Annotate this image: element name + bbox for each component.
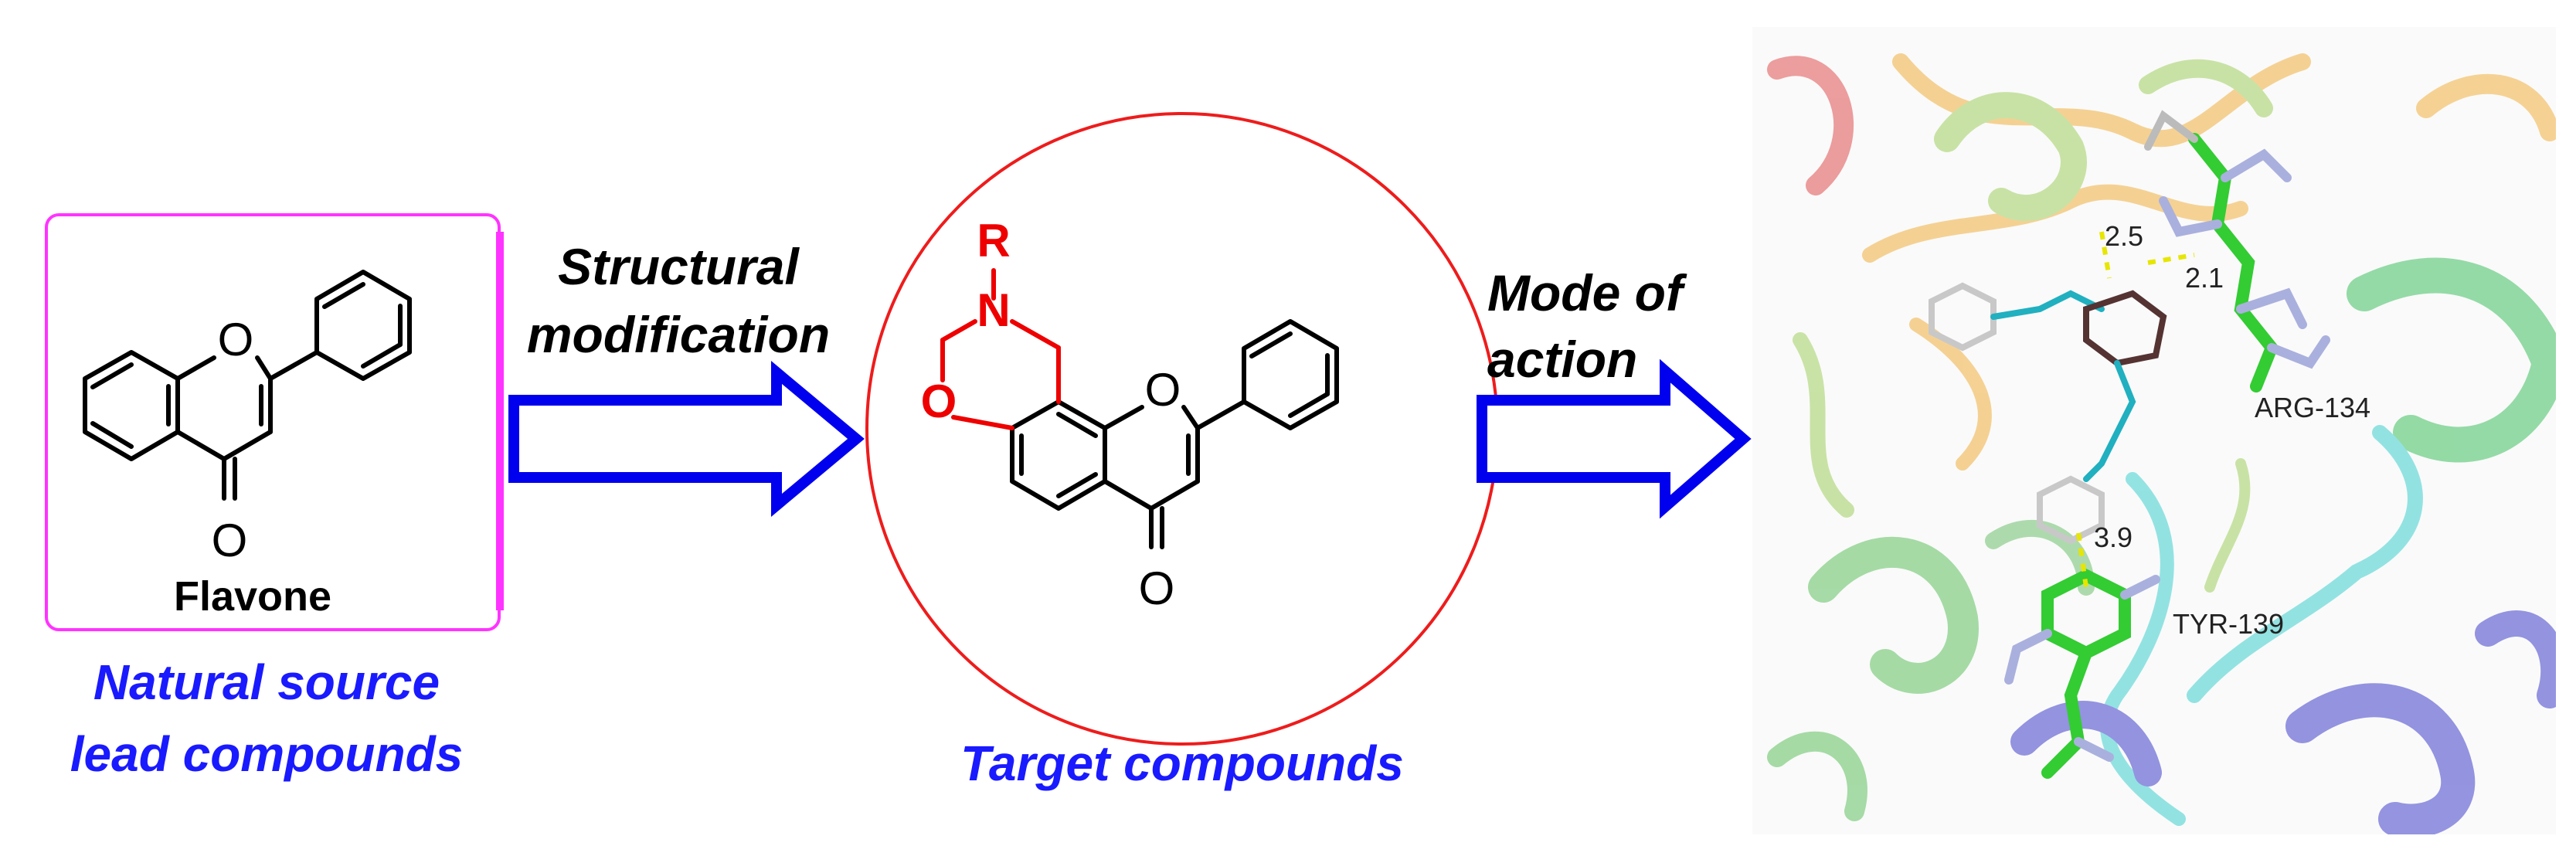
arrow2-label-line2: action [1487, 331, 1637, 388]
bond [1288, 392, 1330, 418]
bond [175, 355, 216, 381]
lead-frame-shadow [496, 232, 504, 610]
bond [1195, 399, 1246, 430]
bond [268, 350, 319, 381]
bond [255, 355, 273, 381]
substituent-r: R [977, 215, 1010, 267]
ligand-sticks [1929, 282, 2167, 545]
target-caption: Target compounds [960, 736, 1404, 791]
tyr-139-sticks [2004, 569, 2160, 779]
bond [951, 415, 1014, 430]
bond [1056, 472, 1098, 498]
oxazine-oxygen: O [921, 375, 957, 427]
oxazine-nitrogen: N [977, 284, 1010, 336]
compound-name: Flavone [174, 573, 331, 620]
distance-label-2: 2.1 [2185, 262, 2224, 294]
bond [361, 342, 403, 369]
flavone-carbonyl-oxygen: O [212, 515, 248, 566]
bond [90, 362, 134, 389]
docking-view: 2.5 2.1 3.9 ARG-134 TYR-139 [1752, 27, 2556, 834]
bond [1103, 405, 1144, 430]
bond [322, 282, 365, 309]
bond [222, 430, 273, 461]
bond [175, 430, 226, 461]
target-circle [865, 112, 1499, 746]
flavone-structure: O O [83, 270, 412, 566]
mode-of-action-arrow: Mode of action [1477, 264, 1752, 519]
flavone-ring-oxygen: O [218, 314, 254, 365]
bond [1056, 412, 1098, 438]
lead-caption-line2: lead compounds [70, 726, 464, 782]
distance-label-3: 3.9 [2094, 522, 2133, 553]
bond [1103, 479, 1154, 511]
hollow-arrow-2 [1477, 358, 1752, 519]
bond [90, 421, 134, 449]
arrow1-label-line2: modification [527, 306, 830, 363]
bond [1249, 331, 1293, 358]
arrow1-label-line1: Structural [558, 238, 800, 295]
distance-label-1: 2.5 [2105, 220, 2143, 252]
target-carbonyl-oxygen: O [1139, 562, 1175, 614]
flavone-phenyl-ring [314, 270, 412, 381]
target-phenyl-ring [1242, 319, 1339, 430]
target-compound-panel: R N O O O [865, 112, 1499, 746]
arrow2-label-line1: Mode of [1487, 264, 1687, 321]
target-structure: R N O O O [921, 215, 1339, 614]
bond [940, 319, 977, 342]
target-ring-oxygen: O [1145, 364, 1181, 416]
residue-label-tyr: TYR-139 [2173, 608, 2284, 640]
bond [1181, 405, 1200, 430]
hollow-arrow-1 [508, 361, 865, 517]
arg-134-sticks [2144, 110, 2330, 392]
lead-compound-panel: O O Flavone [45, 213, 504, 631]
residue-label-arg: ARG-134 [2255, 392, 2370, 423]
lead-caption-line1: Natural source [93, 654, 440, 710]
bond [1010, 319, 1061, 350]
modification-arrow: Structural modification [508, 238, 865, 517]
protein-ribbons [1767, 53, 2556, 834]
bond [1149, 479, 1200, 511]
